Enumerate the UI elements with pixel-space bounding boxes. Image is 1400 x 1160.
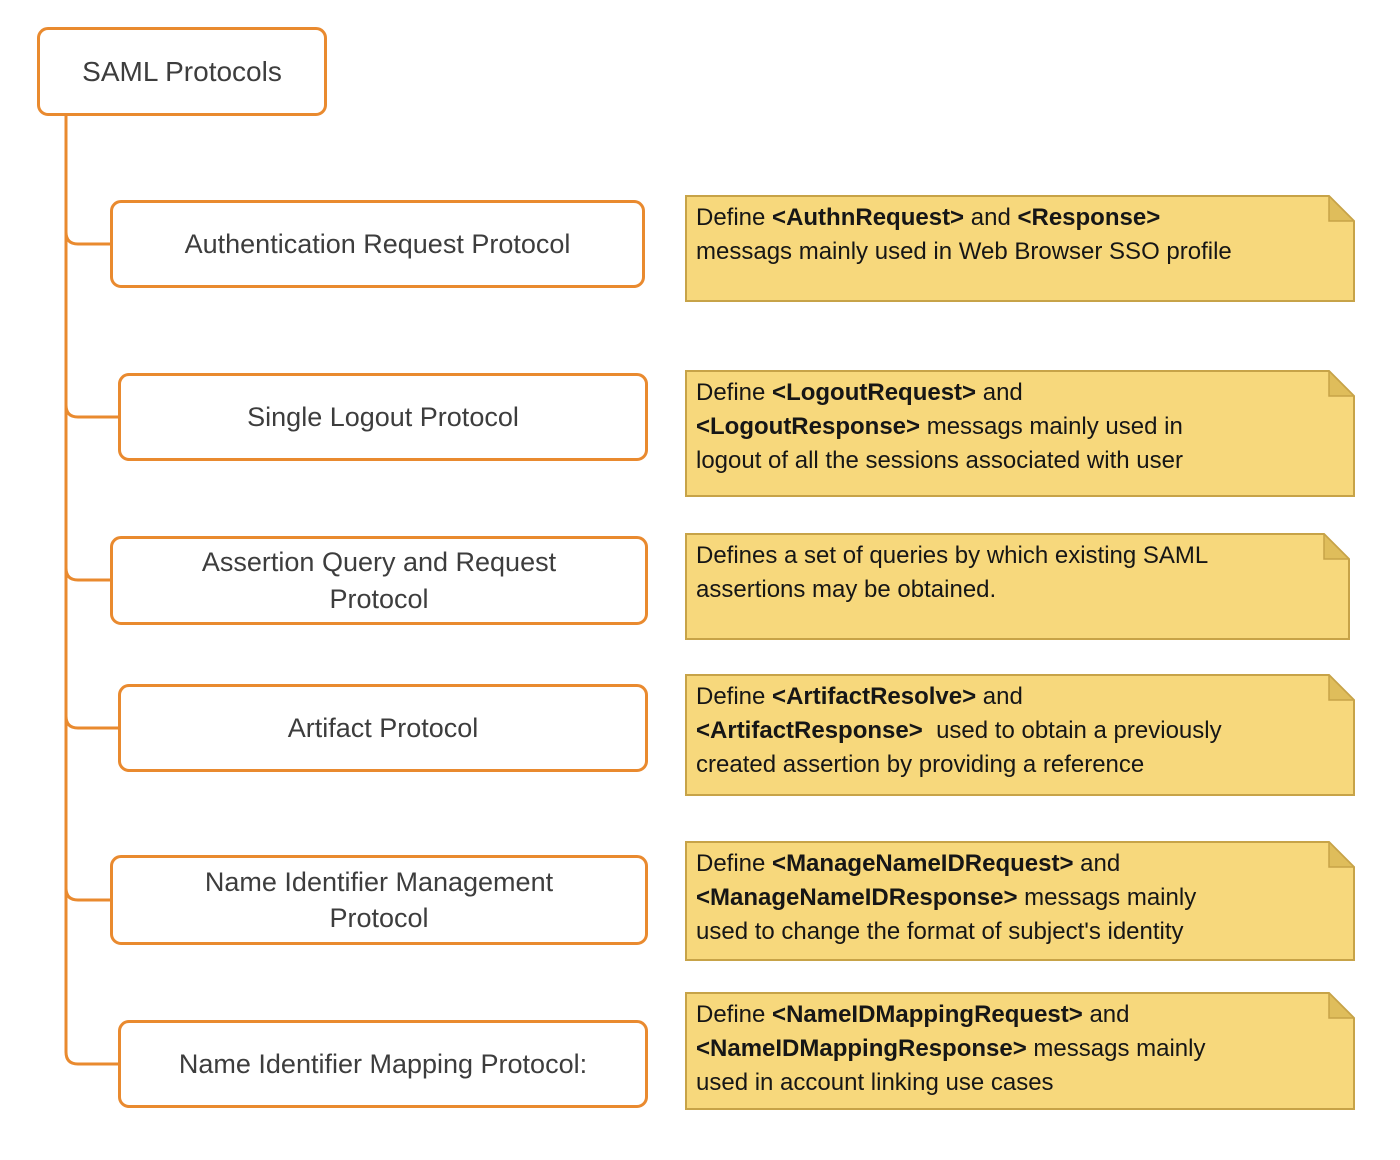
note-fold-corner	[1328, 674, 1355, 701]
node-label: Assertion Query and Request Protocol	[201, 547, 557, 614]
note-single-logout-protocol: Define <LogoutRequest> and<LogoutRespons…	[685, 370, 1355, 497]
branch-line-4	[64, 715, 118, 730]
note-text: Defines a set of queries by which existi…	[696, 542, 1209, 603]
branch-line-2	[64, 404, 118, 419]
node-authentication-request-protocol: Authentication Request Protocol	[110, 200, 645, 288]
note-name-identifier-mapping-protocol: Define <NameIDMappingRequest> and<NameID…	[685, 992, 1355, 1110]
node-assertion-query-and-request-protocol: Assertion Query and Request Protocol	[110, 536, 648, 625]
node-label: Name Identifier Mapping Protocol:	[178, 1048, 588, 1079]
node-artifact-protocol: Artifact Protocol	[118, 684, 648, 772]
note-shape	[685, 370, 1355, 497]
note-shape	[685, 992, 1355, 1110]
note-text: Define <LogoutRequest> and<LogoutRespons…	[696, 379, 1183, 474]
node-label: Authentication Request Protocol	[184, 228, 571, 259]
note-authentication-request-protocol: Define <AuthnRequest> and <Response>mess…	[685, 195, 1355, 302]
note-fold-corner	[1328, 992, 1355, 1019]
branch-line-5	[64, 887, 110, 902]
note-text: Define <ArtifactResolve> and<ArtifactRes…	[696, 683, 1222, 778]
node-single-logout-protocol: Single Logout Protocol	[118, 373, 648, 461]
node-label: Artifact Protocol	[287, 712, 479, 743]
note-shape	[685, 533, 1350, 640]
note-shape	[685, 674, 1355, 796]
note-artifact-protocol: Define <ArtifactResolve> and<ArtifactRes…	[685, 674, 1355, 796]
root-node-label: SAML Protocols	[82, 55, 282, 87]
note-fold-corner	[1323, 533, 1350, 560]
note-assertion-query-and-request-protocol: Defines a set of queries by which existi…	[685, 533, 1350, 640]
branch-line-1	[64, 231, 110, 246]
node-saml-protocols: SAML Protocols	[37, 27, 327, 116]
note-fold-corner	[1328, 841, 1355, 868]
node-label: Name Identifier Management Protocol	[204, 866, 554, 933]
branch-line-3	[64, 567, 110, 582]
note-fold-corner	[1328, 370, 1355, 397]
note-fold-corner	[1328, 195, 1355, 222]
node-label: Single Logout Protocol	[247, 401, 519, 432]
note-shape	[685, 841, 1355, 961]
note-text: Define <NameIDMappingRequest> and<NameID…	[696, 1001, 1206, 1096]
node-name-identifier-management-protocol: Name Identifier Management Protocol	[110, 855, 648, 945]
note-name-identifier-management-protocol: Define <ManageNameIDRequest> and<ManageN…	[685, 841, 1355, 961]
node-name-identifier-mapping-protocol: Name Identifier Mapping Protocol:	[118, 1020, 648, 1108]
note-text: Define <AuthnRequest> and <Response>mess…	[696, 204, 1232, 265]
note-shape	[685, 195, 1355, 302]
note-text: Define <ManageNameIDRequest> and<ManageN…	[696, 850, 1197, 945]
